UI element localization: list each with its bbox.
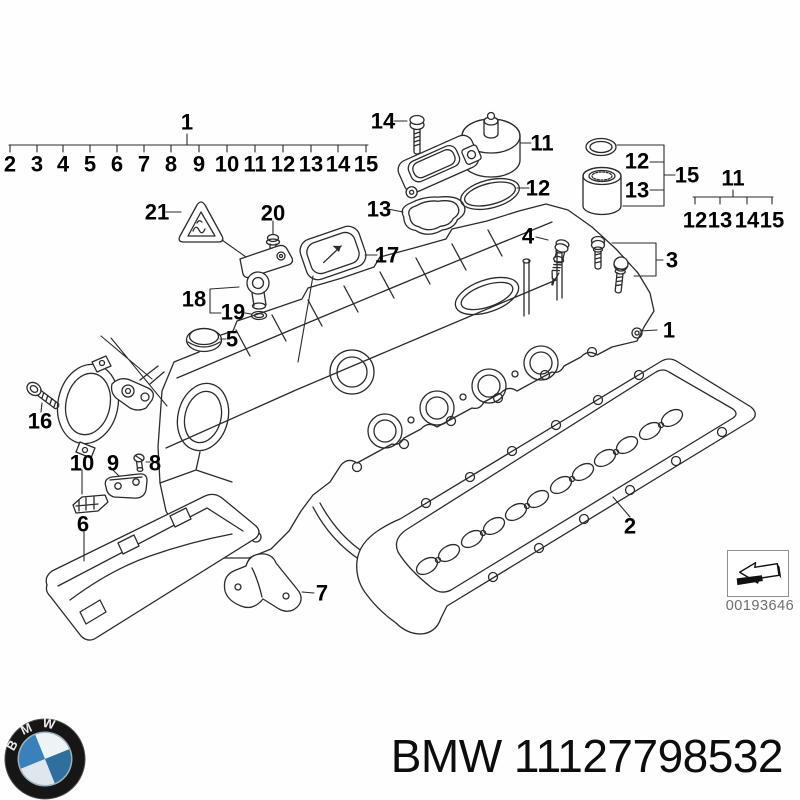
callout-19: 19 xyxy=(221,300,245,325)
legend-right-item-12: 12 xyxy=(683,208,707,233)
bolt-3b xyxy=(613,256,629,294)
legend-top-item-6: 6 xyxy=(111,152,123,177)
clip-10 xyxy=(72,494,109,514)
legend-right-item-15: 15 xyxy=(760,208,784,233)
bolt-16 xyxy=(26,381,60,410)
callout-12: 12 xyxy=(625,149,649,174)
legend-top-item-14: 14 xyxy=(326,152,351,177)
filter-element-13 xyxy=(582,166,622,216)
callout-5: 5 xyxy=(226,327,238,352)
legend-right-item-14: 14 xyxy=(735,208,760,233)
leader-lines xyxy=(40,120,664,594)
callout-13: 13 xyxy=(625,178,649,203)
vent-gasket-13 xyxy=(401,196,466,235)
callout-8: 8 xyxy=(149,451,161,476)
bottom-parts-drawing xyxy=(72,453,302,612)
image-id: 00193646 xyxy=(725,598,795,614)
gasket-drawing xyxy=(356,358,756,635)
vent-valve-lid xyxy=(397,134,482,199)
legend-top-item-15: 15 xyxy=(354,152,378,177)
legend-top-item-3: 3 xyxy=(31,152,43,177)
bolt-3a xyxy=(590,235,606,270)
sensor-oring-19 xyxy=(250,310,268,321)
filter-oring-12 xyxy=(585,137,617,157)
callout-10: 10 xyxy=(70,451,94,476)
camshaft-sensor-18 xyxy=(239,244,294,310)
legend-top-item-9: 9 xyxy=(193,152,205,177)
screw-8 xyxy=(133,453,145,472)
callout-7: 7 xyxy=(316,581,328,606)
direction-arrow-icon xyxy=(736,561,782,586)
legend-right-parent: 11 xyxy=(721,166,744,191)
part-number-title: BMW 11127798532 xyxy=(390,730,784,782)
cover-cap-17 xyxy=(299,225,367,281)
bracket-9 xyxy=(104,473,148,499)
callout-2: 2 xyxy=(624,514,636,539)
callout-20: 20 xyxy=(261,201,285,226)
callout-14: 14 xyxy=(371,109,396,134)
legend-top-item-8: 8 xyxy=(165,152,177,177)
bolt-14 xyxy=(409,114,425,155)
callout-11: 11 xyxy=(530,131,553,156)
callout-17: 17 xyxy=(375,243,399,268)
legend-top-item-5: 5 xyxy=(84,152,96,177)
legend-top-item-11: 11 xyxy=(243,152,266,177)
vacuum-flange-drawing xyxy=(56,355,165,459)
callout-1: 1 xyxy=(663,318,675,343)
mid-parts-drawing xyxy=(26,201,367,410)
callout-4: 4 xyxy=(522,224,535,249)
legend-top-parent: 1 xyxy=(181,110,193,135)
heat-shield-drawing xyxy=(45,493,260,641)
bmw-logo: BMW xyxy=(1,716,86,800)
pressure-sensor-4 xyxy=(551,239,570,286)
callout-9: 9 xyxy=(107,451,119,476)
vent-valve-drawing xyxy=(397,111,676,235)
callout-15: 15 xyxy=(675,163,699,188)
bracket-7 xyxy=(223,553,302,612)
direction-arrow-box xyxy=(727,550,789,597)
callout-13: 13 xyxy=(367,197,391,222)
legend-top-item-4: 4 xyxy=(57,152,70,177)
callout-6: 6 xyxy=(77,512,89,537)
legend-top-item-12: 12 xyxy=(271,152,295,177)
warning-triangle-21 xyxy=(178,201,224,243)
sealing-cap-5 xyxy=(185,327,223,353)
vent-gasket-12 xyxy=(460,177,520,211)
callout-18: 18 xyxy=(182,287,206,312)
legend-top-item-10: 10 xyxy=(215,152,239,177)
callout-12: 12 xyxy=(526,176,550,201)
legend-top-item-13: 13 xyxy=(299,152,323,177)
callout-3: 3 xyxy=(666,248,678,273)
callout-21: 21 xyxy=(145,200,169,225)
legend-right-item-13: 13 xyxy=(708,208,732,233)
callout-16: 16 xyxy=(28,409,52,434)
legend-top-item-2: 2 xyxy=(4,152,16,177)
legend-top-item-7: 7 xyxy=(138,152,150,177)
sensor-and-bolts-drawing xyxy=(551,235,629,294)
